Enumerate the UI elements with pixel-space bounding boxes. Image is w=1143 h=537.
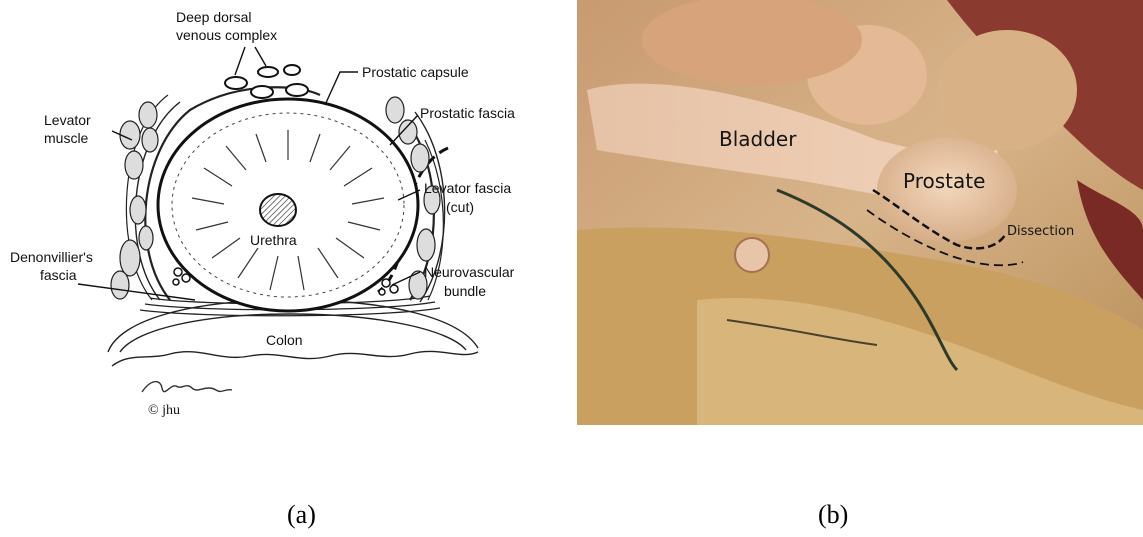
- label-bladder: Bladder: [719, 127, 797, 151]
- label-denonvillier-fascia: fascia: [40, 267, 77, 283]
- label-prostatic-capsule: Prostatic capsule: [362, 64, 469, 80]
- label-denonvillier: Denonvillier's: [10, 249, 93, 265]
- label-dissection: Dissection: [1007, 224, 1074, 239]
- label-levator: Levator: [44, 112, 91, 128]
- label-urethra: Urethra: [250, 232, 297, 248]
- prostate-cross-section-illustration: Deep dorsal venous complex Prostatic cap…: [0, 0, 570, 440]
- label-prostatic-fascia: Prostatic fascia: [420, 105, 515, 121]
- label-muscle: muscle: [44, 130, 89, 146]
- photo-knot: [735, 238, 769, 272]
- artist-signature: [142, 382, 232, 392]
- caption-a: (a): [287, 500, 316, 530]
- surgical-photo: Bladder Prostate Dissection: [577, 0, 1143, 425]
- label-deep-dorsal: Deep dorsal: [176, 9, 252, 25]
- label-neurovascular: Neurovascular: [424, 264, 515, 280]
- label-venous-complex: venous complex: [176, 27, 277, 43]
- label-levator-fascia: Levator fascia: [424, 180, 511, 196]
- label-prostate: Prostate: [903, 169, 985, 193]
- caption-b: (b): [818, 500, 848, 530]
- label-colon: Colon: [266, 332, 303, 348]
- label-copyright: © jhu: [148, 403, 180, 418]
- prostate-body: [158, 99, 418, 311]
- label-bundle: bundle: [444, 283, 486, 299]
- label-levator-fascia-cut: (cut): [446, 199, 474, 215]
